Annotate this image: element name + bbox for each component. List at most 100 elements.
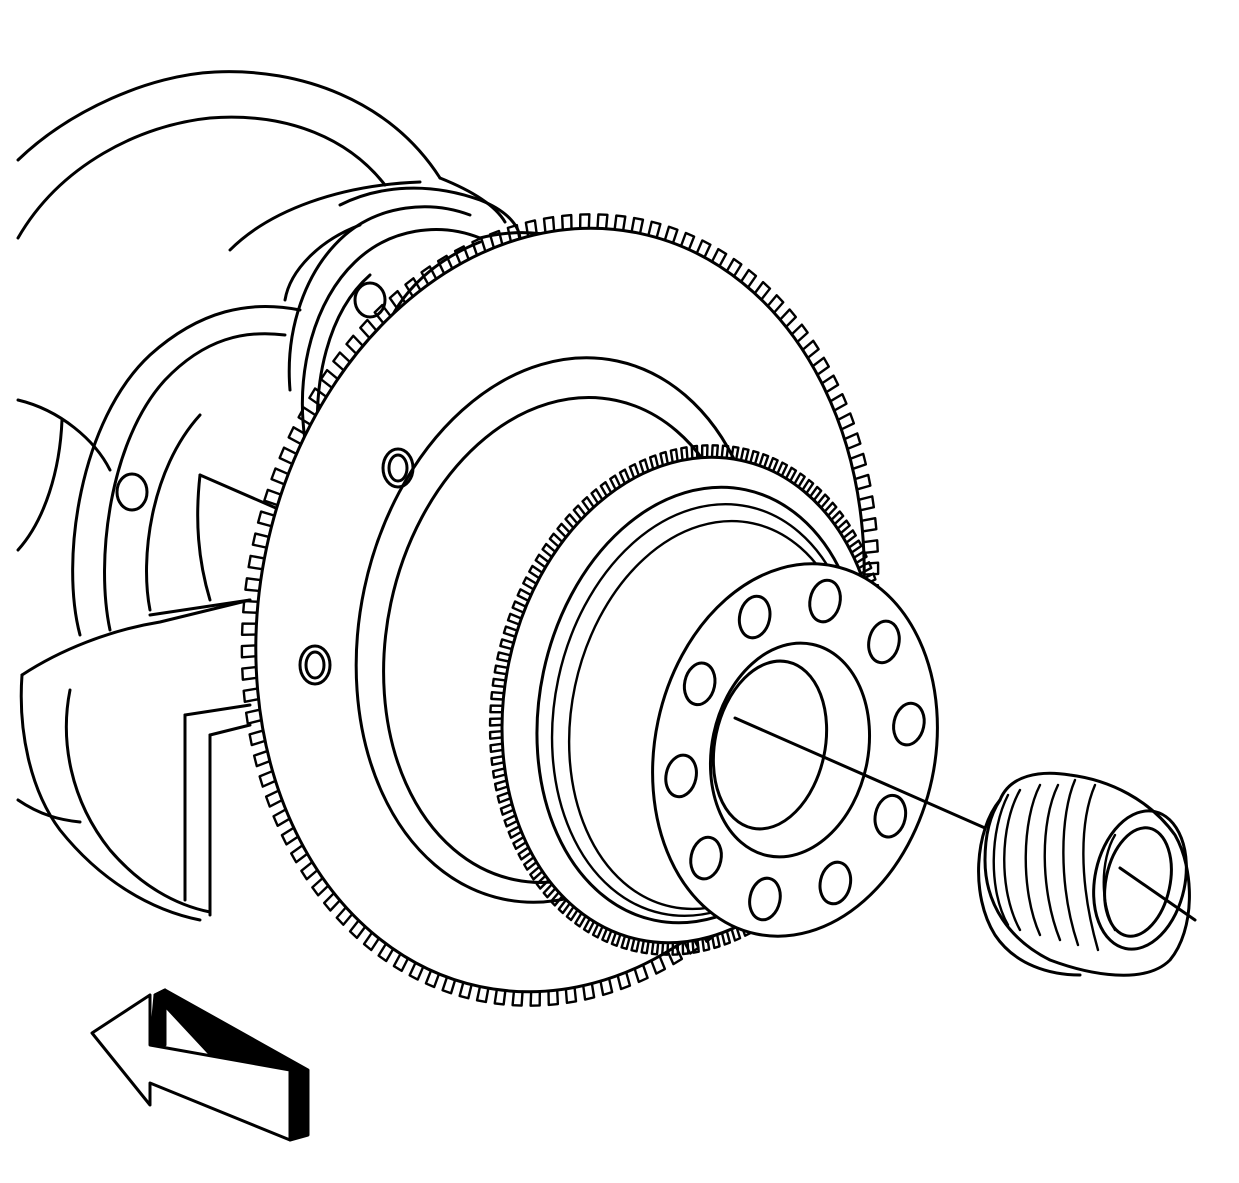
ring-gear-tooth bbox=[272, 808, 291, 828]
inner-gear-tooth bbox=[660, 941, 670, 956]
inner-gear-tooth bbox=[842, 529, 857, 544]
inner-gear-tooth bbox=[493, 664, 509, 676]
snout-hole bbox=[353, 281, 387, 319]
inner-gear-tooth bbox=[701, 936, 711, 952]
inner-gear-tooth bbox=[488, 717, 504, 727]
inner-gear-tooth bbox=[528, 564, 544, 580]
inner-gear-tooth bbox=[491, 677, 507, 688]
ring-gear-tooth bbox=[488, 229, 504, 250]
ring-gear-tooth bbox=[843, 432, 862, 451]
ring-gear-tooth bbox=[392, 952, 410, 973]
inner-gear-tooth bbox=[529, 865, 544, 881]
bushing-bore bbox=[1092, 809, 1188, 951]
inner-gear-tooth bbox=[565, 905, 579, 922]
inner-gear-tooth bbox=[496, 651, 512, 663]
inner-gear-tooth bbox=[857, 561, 873, 575]
inner-gear-tooth bbox=[590, 488, 604, 505]
arrow-left-icon bbox=[90, 988, 310, 1142]
ring-gear-tooth bbox=[441, 975, 457, 995]
inner-gear-tooth bbox=[793, 472, 806, 489]
ring-gear-tooth bbox=[695, 239, 712, 259]
ring-gear-tooth bbox=[679, 231, 696, 251]
hub-bolt-holes bbox=[664, 578, 926, 922]
inner-gear-tooth bbox=[489, 742, 505, 754]
ring-gear-tooth bbox=[860, 517, 878, 533]
ring-gear-tooth bbox=[332, 351, 352, 372]
inner-gear-tooth bbox=[669, 448, 679, 464]
ring-gear-tooth bbox=[362, 931, 381, 952]
inner-gear-tooth bbox=[506, 612, 523, 626]
ring-gear-tooth bbox=[248, 729, 267, 747]
ring-gear-tooth bbox=[240, 622, 258, 637]
inner-gear-tooth bbox=[650, 940, 660, 956]
inner-gear-tooth bbox=[720, 929, 732, 946]
hub-bolt-hole bbox=[682, 661, 717, 707]
alignment-centerline bbox=[733, 716, 1197, 922]
ring-gear-tooth bbox=[242, 687, 260, 703]
ring-gear-tooth bbox=[280, 826, 300, 846]
inner-gear-tooth bbox=[599, 481, 613, 498]
inner-gear-tooth bbox=[512, 835, 528, 850]
inner-gear-tooth bbox=[767, 456, 779, 473]
inner-gear-tooth bbox=[499, 638, 515, 651]
inner-gear-tooth bbox=[572, 504, 587, 521]
ring-gear-tooth bbox=[359, 318, 378, 340]
ring-gear-tooth bbox=[308, 387, 328, 408]
ring-gear-tooth bbox=[300, 860, 319, 881]
ring-gear-tooth bbox=[599, 977, 614, 997]
inner-gear-tooth bbox=[847, 539, 863, 554]
ring-gear-tooth bbox=[663, 225, 679, 245]
ring-gear-tooth bbox=[240, 644, 258, 659]
inner-gear-tooth bbox=[659, 450, 670, 467]
ring-gear-tooth bbox=[829, 392, 848, 412]
inner-gear-tooth bbox=[720, 444, 730, 460]
ring-gear-tooth bbox=[739, 268, 758, 289]
ring-gear-tooth bbox=[322, 891, 342, 912]
inner-gear-tooth bbox=[557, 898, 572, 915]
ring-gear-tooth bbox=[453, 245, 470, 266]
inner-gear-tooth bbox=[638, 458, 650, 475]
hub-bolt-hole bbox=[808, 578, 842, 624]
hub-bolt-hole bbox=[818, 860, 853, 906]
hub-bolt-hole bbox=[689, 835, 723, 881]
inner-gear-tooth bbox=[503, 814, 519, 828]
hub-center-bore bbox=[708, 641, 872, 859]
inner-gear-tooth bbox=[640, 939, 650, 955]
ring-gear-tooth bbox=[542, 215, 556, 234]
flexplate-bolt-hole bbox=[298, 644, 332, 686]
ring-gear-tooth bbox=[251, 532, 271, 549]
inner-gear-tooth bbox=[541, 542, 557, 559]
inner-gear-tooth bbox=[507, 825, 523, 839]
ring-gear-tooth bbox=[801, 339, 820, 360]
ring-gear-tooth bbox=[524, 219, 538, 238]
inner-gear-tooth bbox=[830, 510, 845, 526]
ring-gear-tooth bbox=[582, 982, 596, 1001]
inner-gear-tooth bbox=[490, 691, 506, 701]
hub-bolt-hole bbox=[737, 594, 772, 640]
ring-gear-tooth bbox=[529, 990, 542, 1007]
inner-gear-tooth bbox=[591, 922, 604, 939]
inner-gear-tooth bbox=[690, 444, 699, 460]
inner-gear-tooth bbox=[852, 550, 868, 565]
inner-gear-tooth bbox=[758, 453, 770, 469]
ring-gear-tooth bbox=[493, 988, 507, 1006]
inner-gear-tooth bbox=[628, 463, 641, 480]
ring-gear-tooth bbox=[319, 368, 340, 390]
ring-gear-tooth bbox=[377, 942, 395, 963]
ring-gear-tooth bbox=[241, 665, 258, 681]
ring-gear-tooth bbox=[475, 985, 490, 1004]
ring-gear-tooth bbox=[311, 876, 330, 897]
inner-gear-tooth bbox=[749, 449, 760, 466]
inner-gear-tooth bbox=[710, 444, 720, 459]
hub-bolt-hole bbox=[867, 619, 901, 665]
inner-gear-tooth bbox=[535, 874, 550, 890]
inner-gear-tooth bbox=[681, 940, 690, 956]
inner-gear-tooth bbox=[549, 891, 564, 907]
ring-gear-tooth bbox=[578, 213, 591, 230]
inner-gear-teeth bbox=[488, 444, 892, 956]
ring-gear-tooth bbox=[506, 223, 521, 243]
ring-gear-tooth bbox=[244, 577, 262, 593]
hub-bolt-hole bbox=[892, 701, 926, 747]
ring-gear-tooth bbox=[616, 970, 632, 991]
